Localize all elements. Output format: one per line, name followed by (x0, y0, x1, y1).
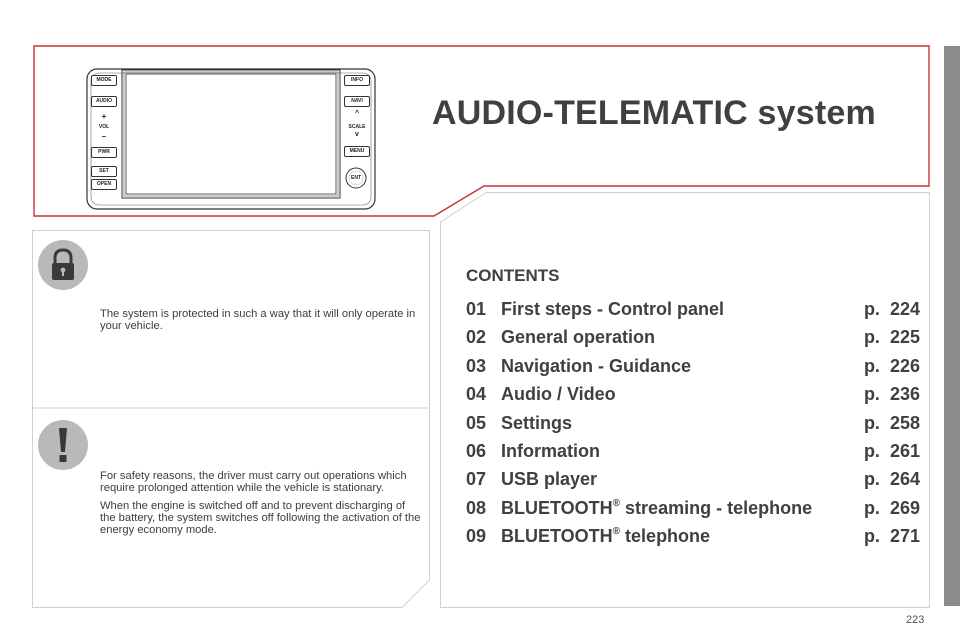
toc-item-information[interactable]: 06 Information p. 261 (466, 441, 926, 469)
navi-button[interactable]: NAVI (344, 96, 370, 107)
safety-note: For safety reasons, the driver must carr… (100, 470, 422, 542)
toc-item-bluetooth-streaming[interactable]: 08 BLUETOOTH® streaming - telephone p. 2… (466, 498, 926, 526)
registered-mark: ® (612, 526, 621, 538)
hero-header (0, 0, 960, 230)
open-button[interactable]: OPEN (91, 179, 117, 190)
page-edge-bar (944, 46, 960, 606)
toc-item-page: p. 225 (863, 327, 920, 348)
volume-label: VOL (98, 124, 110, 130)
toc-item-settings[interactable]: 05 Settings p. 258 (466, 413, 926, 441)
toc-item-page: p. 236 (863, 384, 920, 405)
safety-note-paragraph-1: For safety reasons, the driver must carr… (100, 470, 407, 494)
notes-panel-frame (32, 230, 430, 608)
toc-item-title: BLUETOOTH® streaming - telephone (501, 497, 813, 518)
toc-item-number: 07 (466, 469, 487, 490)
menu-button[interactable]: MENU (344, 146, 370, 157)
mode-button[interactable]: MODE (91, 75, 117, 86)
lock-icon (38, 240, 88, 290)
toc-item-title: Settings (501, 412, 573, 433)
enter-knob-label[interactable]: ENT (351, 175, 361, 181)
table-of-contents: 01 First steps - Control panel p. 224 02… (466, 299, 926, 555)
safety-note-paragraph-2: When the engine is switched off and to p… (100, 500, 421, 536)
scale-label: SCALE (348, 124, 366, 130)
warning-icon (38, 420, 88, 470)
toc-item-number: 03 (466, 355, 487, 376)
audio-unit-illustration: MODE AUDIO + VOL – PWR SET OPEN INFO NAV… (86, 68, 376, 210)
toc-item-title: Information (501, 440, 600, 461)
hero-frame (33, 45, 930, 217)
toc-item-page: p. 226 (863, 355, 920, 376)
audio-button[interactable]: AUDIO (91, 96, 117, 107)
contents-heading: CONTENTS (466, 266, 560, 285)
toc-item-usb-player[interactable]: 07 USB player p. 264 (466, 469, 926, 497)
info-button[interactable]: INFO (344, 75, 370, 86)
page-title: AUDIO-TELEMATIC system (432, 94, 876, 132)
toc-item-audio-video[interactable]: 04 Audio / Video p. 236 (466, 384, 926, 412)
toc-item-navigation[interactable]: 03 Navigation - Guidance p. 226 (466, 356, 926, 384)
security-note: The system is protected in such a way th… (100, 308, 416, 332)
device-outline (86, 68, 376, 210)
toc-item-title: USB player (501, 469, 598, 490)
contents-panel (440, 192, 930, 608)
scale-up-icon[interactable]: ^ (354, 110, 360, 117)
toc-item-number: 05 (466, 412, 487, 433)
toc-item-page: p. 261 (863, 440, 920, 461)
toc-item-page: p. 269 (863, 497, 920, 518)
toc-item-number: 08 (466, 497, 487, 518)
power-button[interactable]: PWR (91, 147, 117, 158)
toc-item-number: 09 (466, 526, 487, 547)
registered-mark: ® (612, 497, 621, 509)
toc-item-title: First steps - Control panel (501, 299, 725, 319)
notes-panel (32, 230, 430, 608)
volume-down-icon[interactable]: – (101, 132, 107, 141)
toc-item-number: 01 (466, 299, 487, 319)
scale-down-icon[interactable]: v (355, 131, 359, 138)
toc-item-page: p. 264 (863, 469, 920, 490)
toc-item-number: 02 (466, 327, 487, 348)
toc-item-bluetooth-telephone[interactable]: 09 BLUETOOTH® telephone p. 271 (466, 526, 926, 554)
toc-item-title: Audio / Video (501, 384, 616, 405)
toc-item-general-operation[interactable]: 02 General operation p. 225 (466, 327, 926, 355)
toc-item-number: 06 (466, 440, 487, 461)
toc-item-number: 04 (466, 384, 487, 405)
contents-panel-frame (440, 192, 930, 608)
set-button[interactable]: SET (91, 166, 117, 177)
page-number: 223 (906, 614, 925, 626)
toc-item-page: p. 258 (863, 412, 920, 433)
toc-item-page: p. 271 (863, 526, 920, 547)
toc-item-title: BLUETOOTH® telephone (501, 526, 711, 547)
volume-up-icon[interactable]: + (101, 112, 107, 121)
toc-item-title: Navigation - Guidance (501, 355, 692, 376)
toc-item-title: General operation (501, 327, 656, 348)
toc-item-first-steps[interactable]: 01 First steps - Control panel p. 224 (466, 299, 926, 327)
toc-item-page: p. 224 (863, 299, 920, 319)
